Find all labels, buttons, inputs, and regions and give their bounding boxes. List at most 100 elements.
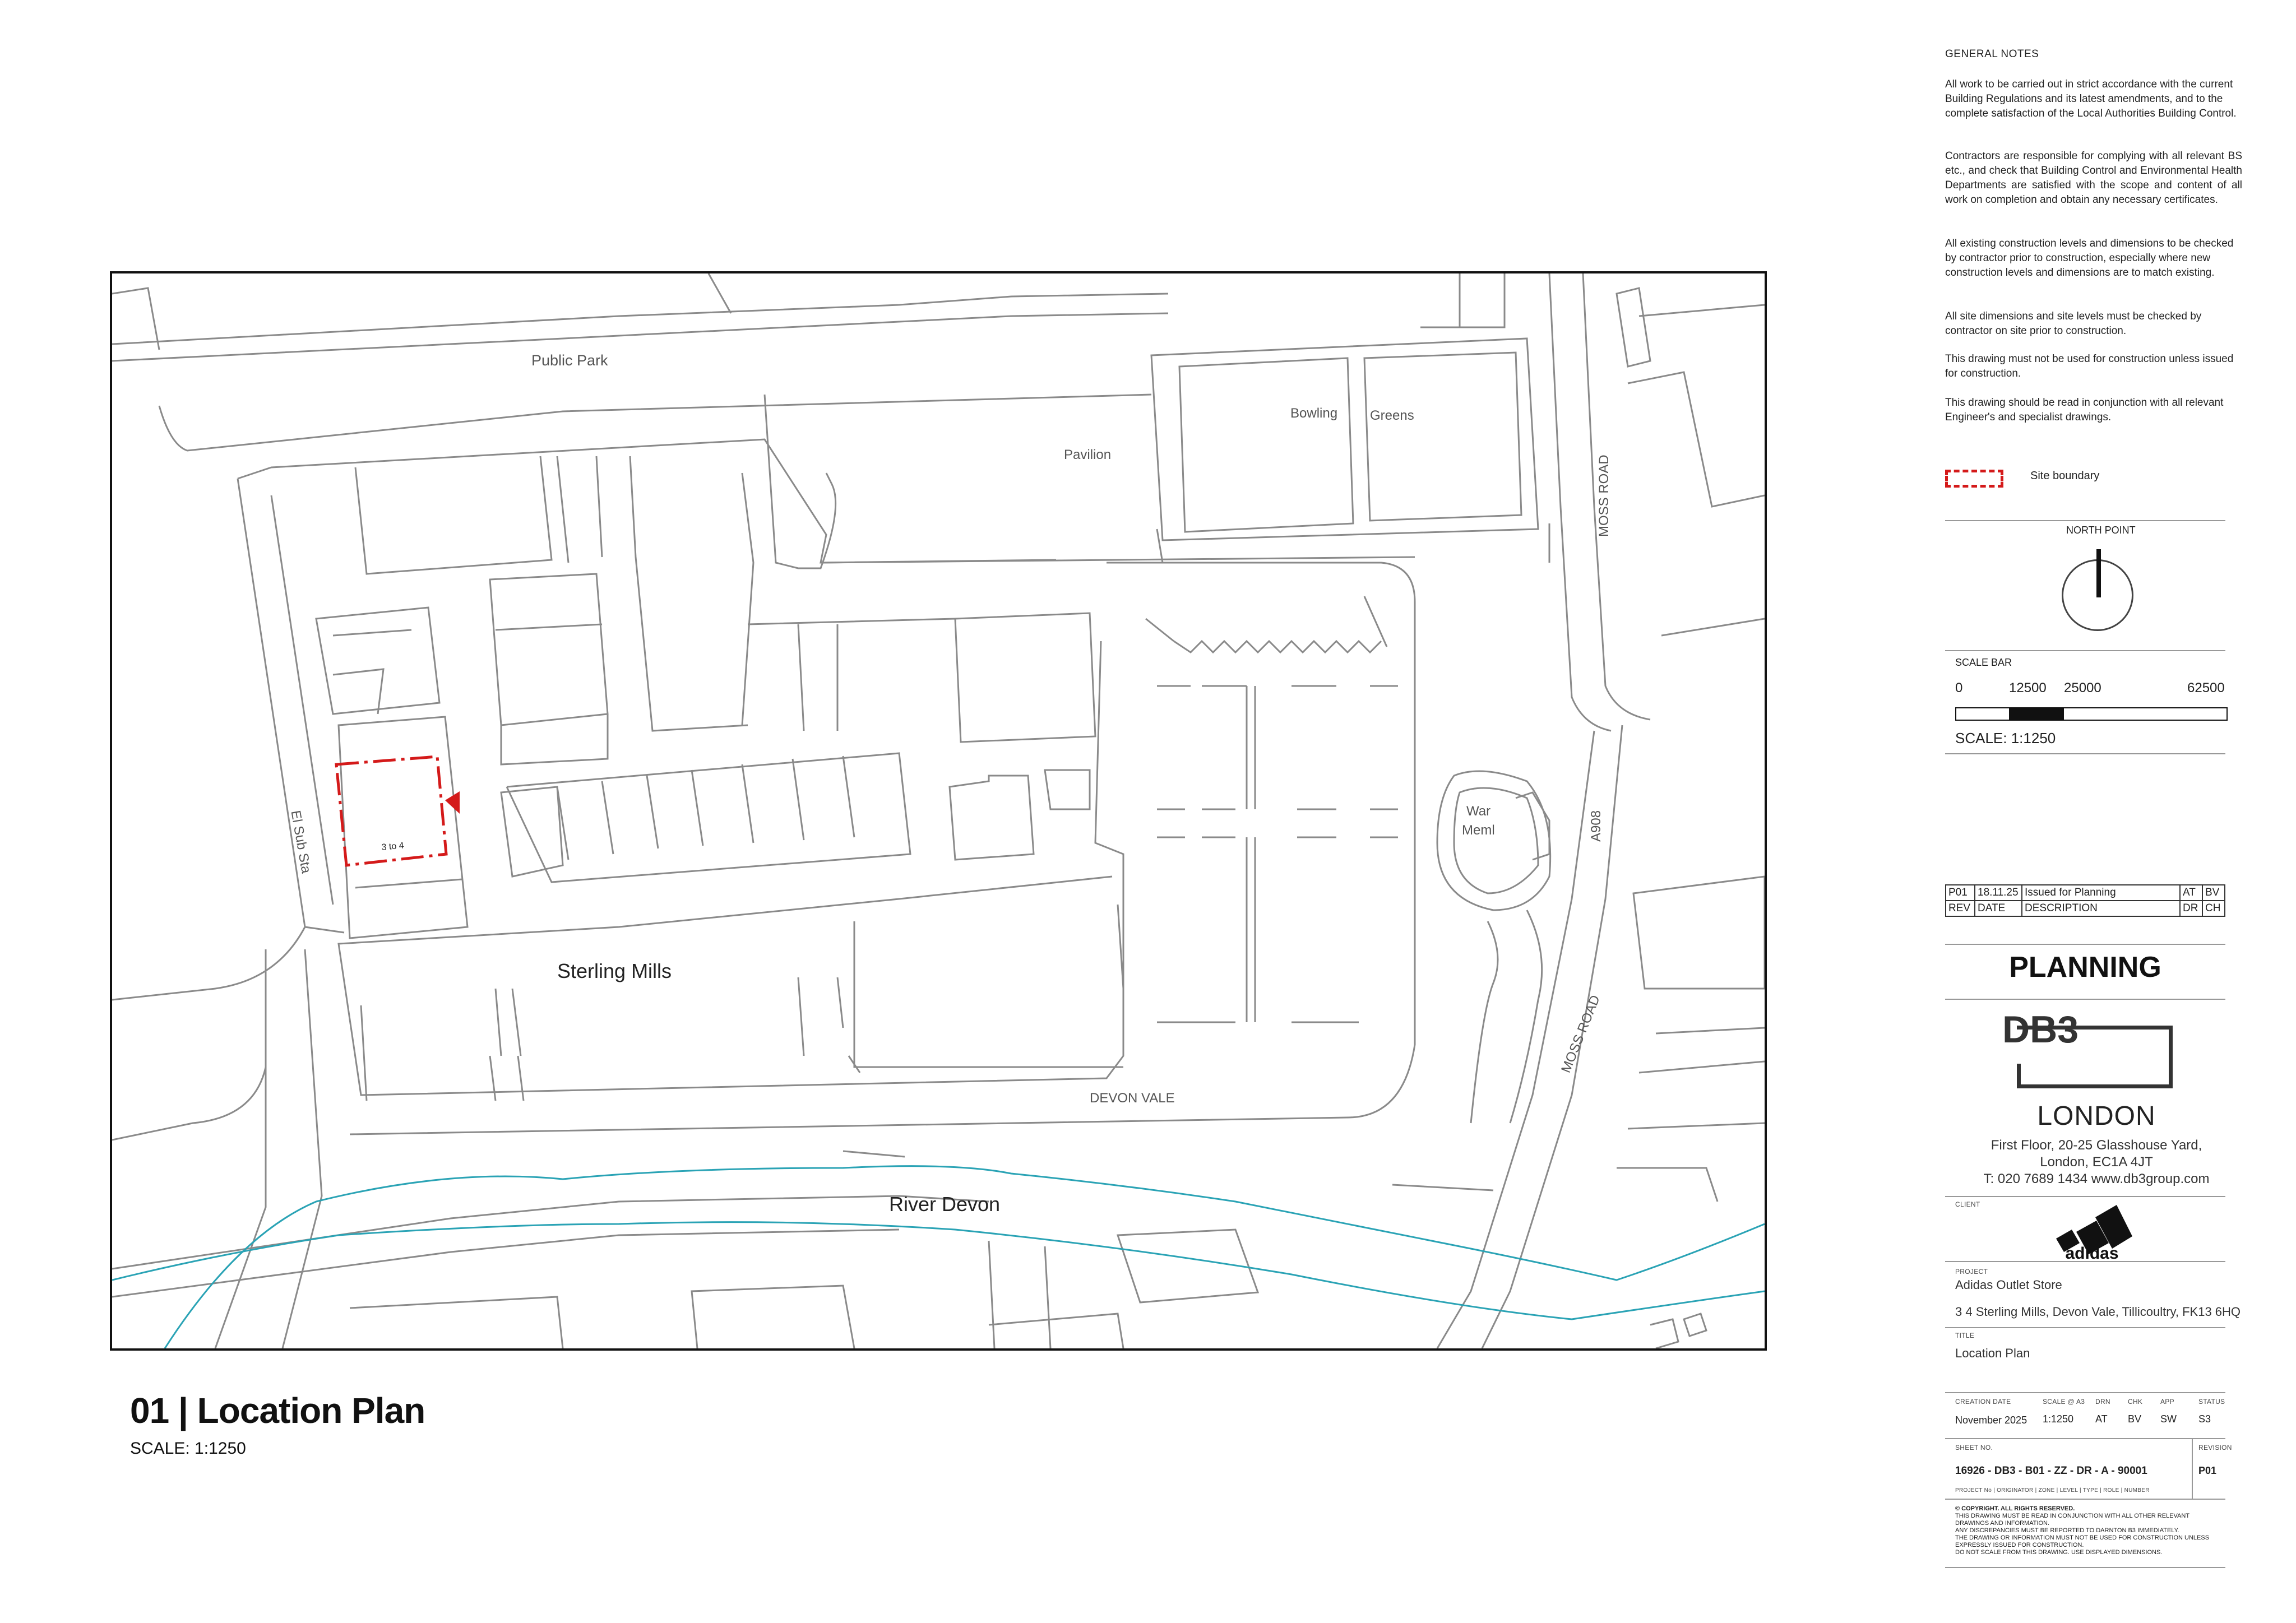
firm-contact: T: 020 7689 1434 www.db3group.com: [1983, 1171, 2210, 1186]
table-row: REV DATE DESCRIPTION DR CH: [1945, 900, 2225, 917]
general-notes-title: GENERAL NOTES: [1945, 48, 2039, 60]
copyright-line: DO NOT SCALE FROM THIS DRAWING. USE DISP…: [1955, 1549, 2163, 1556]
db3-logo: DB3: [2002, 1008, 2079, 1051]
label-meml: Meml: [1462, 823, 1495, 838]
drawing-title: Location Plan: [1955, 1346, 2030, 1360]
copyright-line: THE DRAWING OR INFORMATION MUST NOT BE U…: [1955, 1534, 2210, 1548]
scale-value: 1:1250: [2043, 1413, 2074, 1425]
chk-caption: CHK: [2128, 1398, 2143, 1406]
note-paragraph: All existing construction levels and dim…: [1945, 238, 2234, 279]
revision-table: P01 18.11.25 Issued for Planning AT BV R…: [1945, 884, 2225, 917]
scale-tick: 62500: [2187, 680, 2225, 695]
north-point-title: NORTH POINT: [2066, 525, 2136, 536]
firm-city: LONDON: [2037, 1101, 2156, 1131]
site-boundary-swatch: [1945, 470, 2003, 488]
revision-value: P01: [2198, 1465, 2217, 1476]
copyright-block: © COPYRIGHT. ALL RIGHTS RESERVED. THIS D…: [1955, 1505, 2224, 1556]
divider: [1945, 1567, 2225, 1568]
divider: [1945, 1499, 2225, 1500]
status-heading: PLANNING: [2009, 951, 2161, 984]
river-north-bank: [164, 1165, 1765, 1348]
divider: [1945, 1392, 2225, 1393]
label-unit: 3 to 4: [381, 841, 405, 852]
map-linework: [112, 273, 1765, 1348]
plan-title: 01 | Location Plan: [130, 1390, 425, 1431]
db3-logo-frame: [2017, 1026, 2173, 1088]
project-caption: PROJECT: [1955, 1268, 1988, 1276]
app-value: SW: [2160, 1413, 2177, 1425]
north-arrow-icon: [2096, 549, 2101, 597]
table-cell: DESCRIPTION: [2021, 900, 2181, 917]
revision-caption: REVISION: [2198, 1444, 2232, 1452]
status-value: S3: [2198, 1413, 2211, 1425]
divider: [1945, 520, 2225, 521]
adidas-wordmark: adidas: [2065, 1244, 2118, 1261]
copyright-line: THIS DRAWING MUST BE READ IN CONJUNCTION…: [1955, 1513, 2189, 1527]
scale-tick: 25000: [2064, 680, 2101, 695]
creation-date-caption: CREATION DATE: [1955, 1398, 2011, 1406]
db3-logo-frame: [2017, 1064, 2021, 1088]
scale-bar-title: SCALE BAR: [1955, 657, 2012, 668]
site-boundary-label: Site boundary: [2030, 470, 2100, 482]
location-map: Public Park Bowling Greens Pavilion MOSS…: [110, 271, 1767, 1351]
river-south-bank: [112, 1221, 1765, 1320]
firm-address-line: First Floor, 20-25 Glasshouse Yard,: [1991, 1138, 2202, 1153]
sheet-key: PROJECT No | ORIGINATOR | ZONE | LEVEL |…: [1955, 1487, 2150, 1494]
table-cell: CH: [2202, 900, 2225, 917]
table-cell: AT: [2179, 884, 2203, 901]
sheet-caption: SHEET NO.: [1955, 1444, 1993, 1452]
drn-value: AT: [2095, 1413, 2108, 1425]
status-caption: STATUS: [2198, 1398, 2225, 1406]
adidas-logo-icon: adidas: [2056, 1205, 2132, 1261]
divider: [1945, 1327, 2225, 1328]
note-paragraph: All work to be carried out in strict acc…: [1945, 78, 2237, 119]
divider: [1945, 1196, 2225, 1197]
note-paragraph: This drawing must not be used for constr…: [1945, 353, 2234, 379]
divider: [2192, 1438, 2193, 1499]
scale-bar-scale: SCALE: 1:1250: [1955, 730, 2056, 746]
label-pavilion: Pavilion: [1064, 447, 1112, 462]
copyright-line: ANY DISCREPANCIES MUST BE REPORTED TO DA…: [1955, 1527, 2179, 1534]
note-paragraph: This drawing should be read in conjuncti…: [1945, 397, 2224, 423]
chk-value: BV: [2128, 1413, 2142, 1425]
scale-caption: SCALE @ A3: [2043, 1398, 2085, 1406]
plan-scale: SCALE: 1:1250: [130, 1439, 246, 1458]
table-cell: BV: [2202, 884, 2225, 901]
project-address: 3 4 Sterling Mills, Devon Vale, Tillicou…: [1955, 1305, 2241, 1319]
divider: [1945, 1438, 2225, 1439]
divider: [1945, 999, 2225, 1000]
project-name: Adidas Outlet Store: [1955, 1278, 2062, 1292]
scale-tick: 0: [1955, 680, 1963, 695]
scale-tick: 12500: [2009, 680, 2047, 695]
divider: [1945, 1261, 2225, 1262]
title-block-panel: GENERAL NOTES All work to be carried out…: [1945, 0, 2242, 1623]
firm-address-line: London, EC1A 4JT: [2040, 1154, 2153, 1170]
creation-date: November 2025: [1955, 1415, 2027, 1426]
site-boundary-polygon: [335, 755, 448, 867]
note-paragraph: Contractors are responsible for complyin…: [1945, 150, 2242, 206]
client-caption: CLIENT: [1955, 1200, 1980, 1208]
label-greens: Greens: [1370, 408, 1414, 423]
site-marker-arrow: [445, 791, 460, 814]
app-caption: APP: [2160, 1398, 2174, 1406]
label-devon-vale: DEVON VALE: [1090, 1091, 1175, 1106]
copyright-title: © COPYRIGHT. ALL RIGHTS RESERVED.: [1955, 1505, 2075, 1512]
label-bowling: Bowling: [1290, 406, 1338, 421]
label-war: War: [1466, 804, 1491, 819]
table-row: P01 18.11.25 Issued for Planning AT BV: [1945, 884, 2225, 901]
table-cell: DR: [2179, 900, 2203, 917]
table-cell: Issued for Planning: [2021, 884, 2181, 901]
title-caption: TITLE: [1955, 1332, 1975, 1339]
scale-bar: [1955, 707, 2228, 721]
note-paragraph: All site dimensions and site levels must…: [1945, 310, 2202, 337]
drn-caption: DRN: [2095, 1398, 2110, 1406]
label-sterling-mills: Sterling Mills: [557, 959, 672, 982]
table-cell: P01: [1945, 884, 1975, 901]
db3-logo-frame: [2053, 1026, 2173, 1030]
sheet-number: 16926 - DB3 - B01 - ZZ - DR - A - 90001: [1955, 1465, 2147, 1477]
table-cell: REV: [1945, 900, 1975, 917]
divider: [1945, 753, 2225, 754]
label-public-park: Public Park: [531, 352, 608, 369]
label-a908: A908: [1589, 810, 1604, 842]
table-cell: 18.11.25: [1974, 884, 2022, 901]
